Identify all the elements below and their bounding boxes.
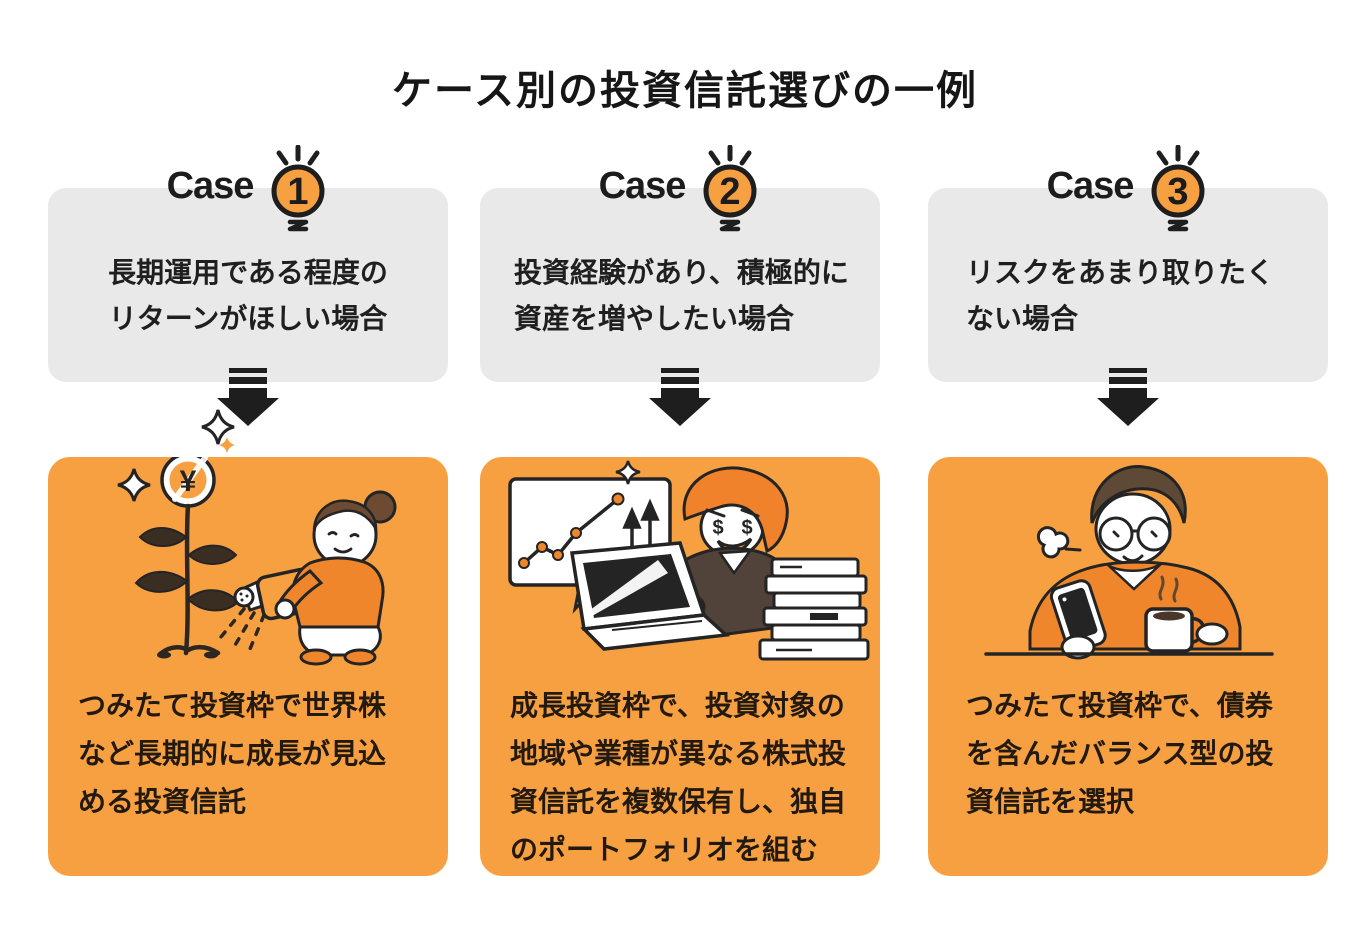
svg-text:$: $	[741, 517, 752, 539]
case-3-recommendation-text: つみたて投資枠で、債券 を含んだバランス型の投 資信託を選択	[966, 690, 1274, 817]
book-stack-icon	[758, 557, 870, 661]
case-column-1: Case 1 長期運用である程度の リターンがほしい場合	[48, 145, 448, 876]
striped-down-arrow-icon	[1097, 368, 1159, 426]
case-2-condition-panel: 投資経験があり、積極的に 資産を増やしたい場合	[480, 188, 880, 382]
illustration-man-smartphone-coffee	[928, 457, 1328, 670]
sparkle-icon	[201, 409, 235, 453]
money-plant	[134, 503, 240, 659]
sigh-puff-icon	[1036, 526, 1082, 559]
sparkle-icon	[117, 468, 151, 502]
case-1-recommendation-text: つみたて投資枠で世界株 など長期的に成長が見込 める投資信託	[78, 690, 387, 817]
right-hand	[1195, 622, 1229, 646]
case-2-recommendation-text: 成長投資枠で、投資対象の 地域や業種が異なる株式投 資信託を複数保有し、独自 の…	[510, 690, 847, 865]
case-1-condition-panel: 長期運用である程度の リターンがほしい場合	[48, 188, 448, 382]
case-column-2: Case 2 投資経験があり、積極的に 資産を増やしたい場合	[480, 145, 880, 876]
svg-text:¥: ¥	[180, 465, 197, 498]
illustration-man-researching-laptop-books: $ $	[480, 457, 880, 670]
lightbulb-icon: 1	[271, 145, 325, 232]
case-column-3: Case 3 リスクをあまり取りたく ない場合	[928, 145, 1328, 876]
case-3-header: Case 3	[928, 145, 1328, 241]
case-2-recommendation-panel: $ $	[480, 457, 880, 876]
case-3-flow	[928, 368, 1328, 426]
case-3-label: Case	[1046, 165, 1135, 207]
case-2-condition-text: 投資経験があり、積極的に 資産を増やしたい場合	[514, 257, 849, 334]
case-2-flow	[480, 368, 880, 426]
sparkle-icon	[615, 460, 641, 485]
lightbulb-icon: 3	[1151, 145, 1205, 232]
case-1-label: Case	[166, 165, 255, 207]
woman-figure	[274, 490, 397, 666]
case-3-condition-panel: リスクをあまり取りたく ない場合	[928, 188, 1328, 382]
striped-down-arrow-icon	[217, 368, 279, 426]
case-2-label: Case	[598, 165, 687, 207]
svg-text:$: $	[712, 517, 723, 539]
smartphone-icon	[1049, 579, 1107, 653]
case-1-number: 1	[288, 171, 309, 213]
case-3-condition-text: リスクをあまり取りたく ない場合	[966, 257, 1275, 334]
coffee-mug-icon	[1144, 575, 1206, 653]
case-3-recommendation-panel: つみたて投資枠で、債券 を含んだバランス型の投 資信託を選択	[928, 457, 1328, 876]
striped-down-arrow-icon	[649, 368, 711, 426]
illustration-woman-watering-money-plant: ¥	[48, 457, 448, 670]
case-1-condition-text: 長期運用である程度の リターンがほしい場合	[108, 257, 388, 334]
case-1-flow	[48, 368, 448, 453]
case-1-recommendation-panel: ¥	[48, 457, 448, 876]
case-2-number: 2	[720, 171, 741, 213]
case-1-header: Case 1	[48, 145, 448, 241]
laptop-icon	[569, 541, 731, 651]
page-title: ケース別の投資信託選びの一例	[392, 69, 978, 113]
lightbulb-icon: 2	[703, 145, 757, 232]
water-drops	[214, 607, 266, 651]
yen-coin-icon: ¥	[160, 457, 216, 508]
case-2-header: Case 2	[480, 145, 880, 241]
case-3-number: 3	[1168, 171, 1189, 213]
